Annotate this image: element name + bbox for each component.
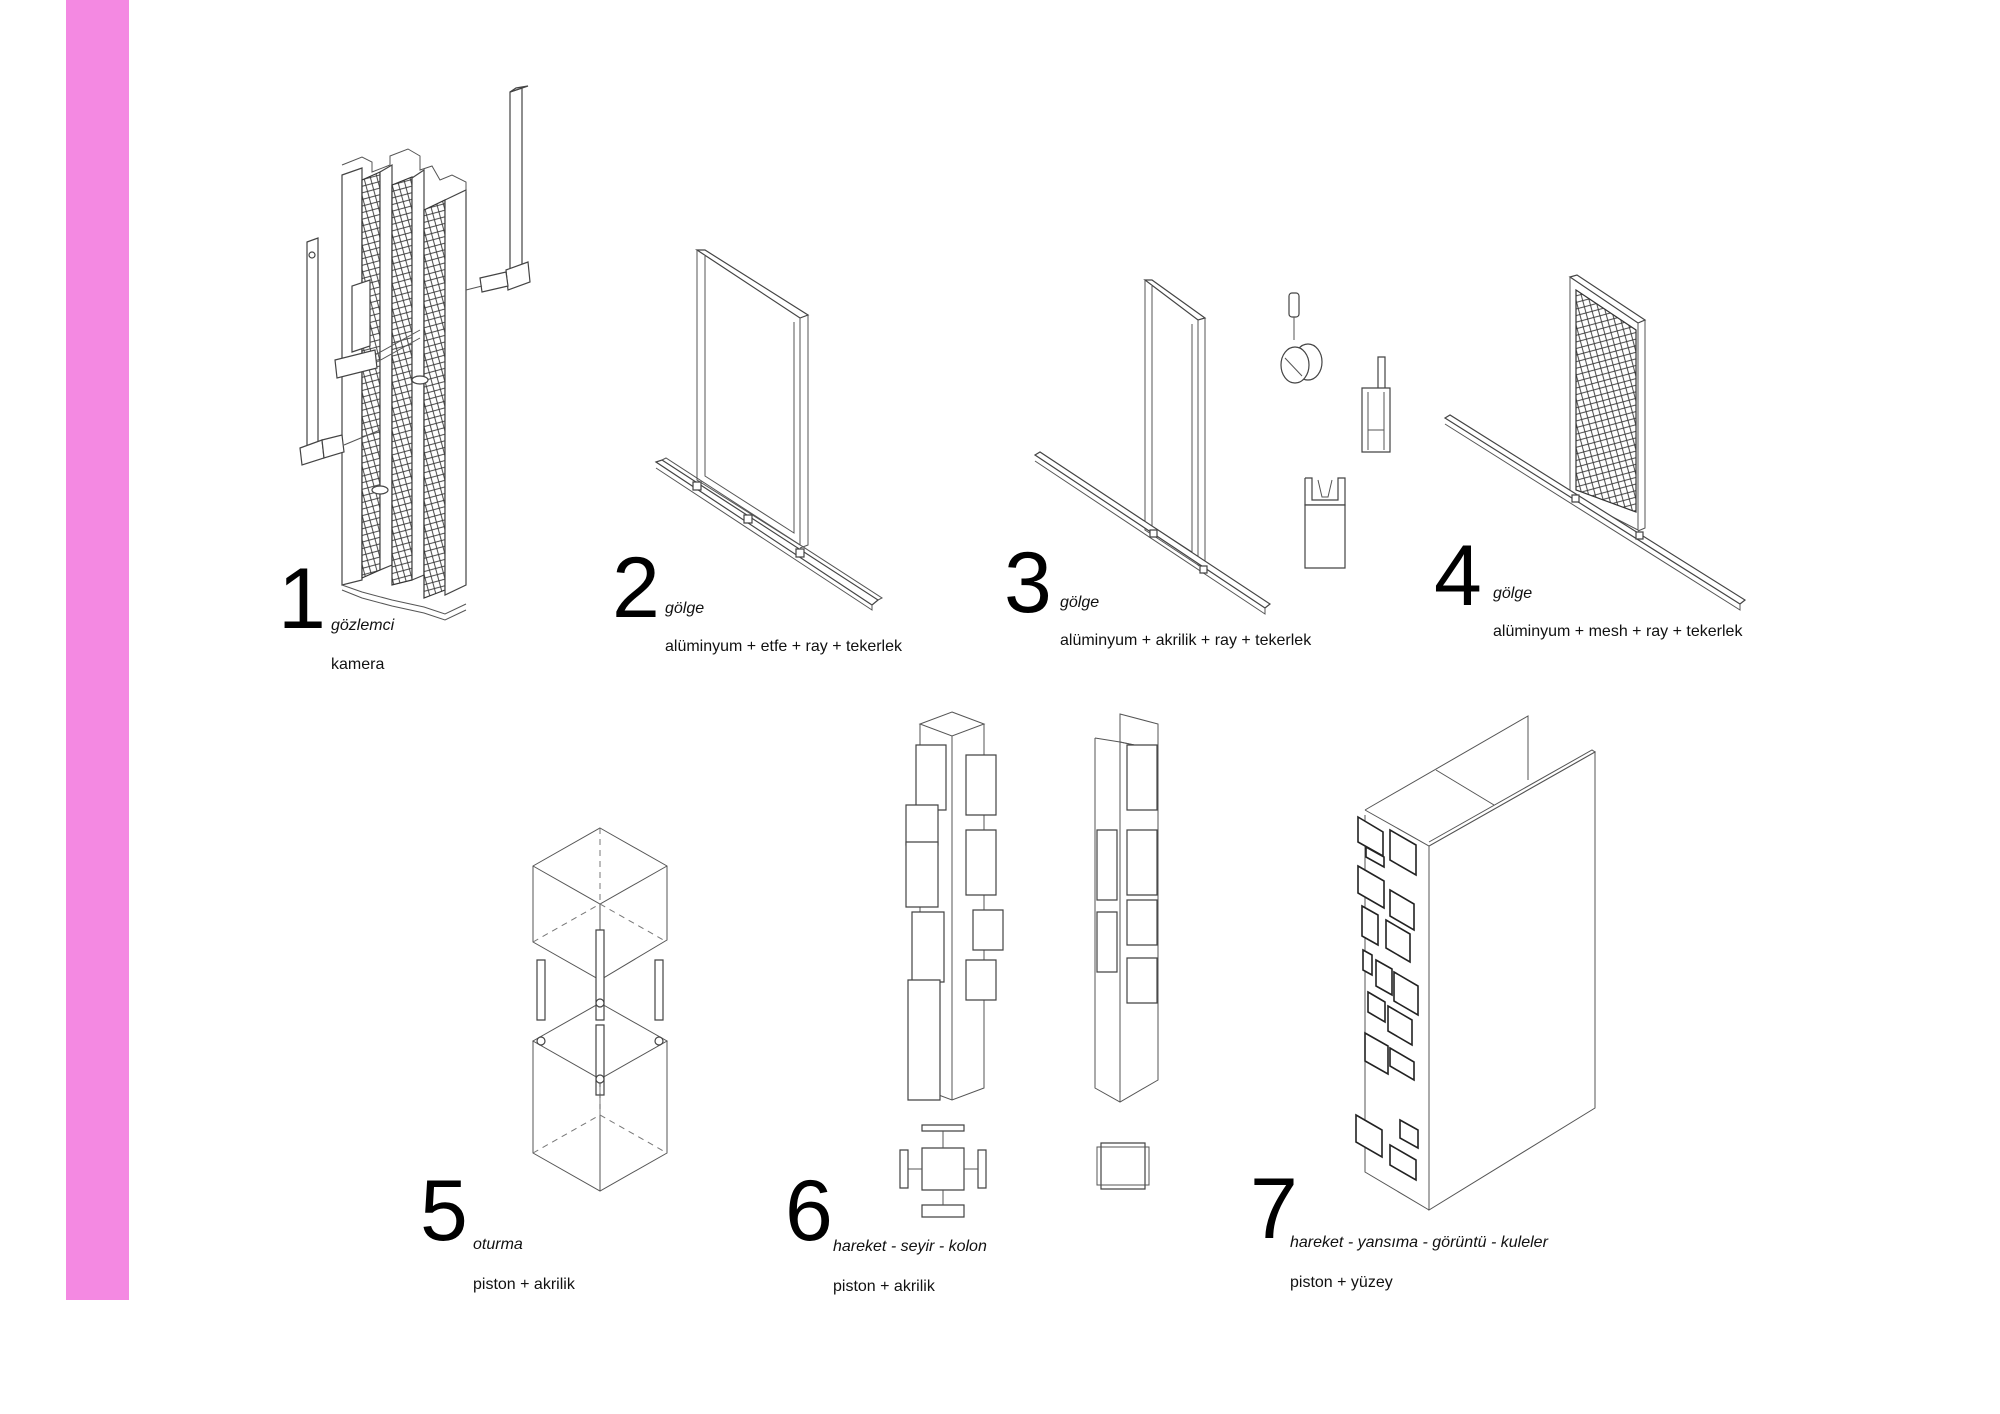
item-materials: alüminyum + mesh + ray + tekerlek [1493,623,1743,640]
item-materials: kamera [331,656,385,673]
item-title: hareket - yansıma - görüntü - kuleler [1290,1234,1548,1251]
item-materials: alüminyum + akrilik + ray + tekerlek [1060,632,1312,649]
item-materials: piston + yüzey [1290,1274,1393,1291]
item-number: 3 [1004,535,1052,631]
drawing-1-observer-tower [300,86,530,620]
item-number: 6 [785,1163,833,1259]
item-number: 1 [278,551,326,647]
drawing-3-shade-panel-acrylic [1035,280,1390,614]
bracket-part [1305,478,1345,568]
item-number: 2 [612,540,660,636]
item-number: 5 [420,1163,468,1259]
item-title: gölge [665,600,705,617]
item-title: gölge [1060,594,1100,611]
item-number: 7 [1250,1161,1298,1257]
drawing-5-seat-pistons [533,828,667,1191]
drawing-4-shade-panel-mesh [1445,275,1745,610]
item-title: gözlemci [331,617,395,634]
item-materials: piston + akrilik [833,1278,935,1295]
drawing-6-moving-column [900,712,1158,1217]
drawing-2-shade-panel-etfe [656,250,882,610]
item-title: hareket - seyir - kolon [833,1238,987,1255]
drawing-7-tower-surface [1356,716,1595,1210]
item-materials: piston + akrilik [473,1276,575,1293]
item-title: gölge [1493,585,1533,602]
piston-part [1362,357,1390,452]
caster-wheel-part [1281,293,1322,383]
pink-side-bar [66,0,129,1300]
item-materials: alüminyum + etfe + ray + tekerlek [665,638,902,655]
item-number: 4 [1434,528,1482,624]
item-title: oturma [473,1236,523,1253]
